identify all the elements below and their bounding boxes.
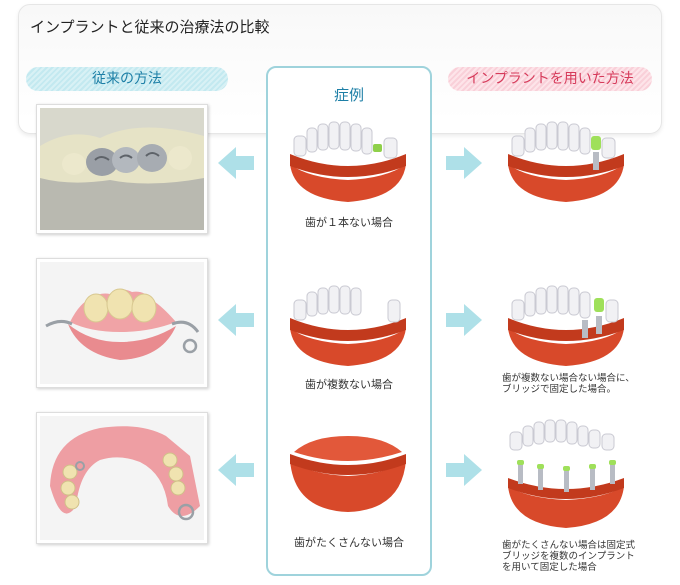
implant-desc-many-teeth: 歯がたくさんない場合は固定式 ブリッジを複数のインプラント を用いて固定した場合 xyxy=(502,540,635,573)
left-arrow-icon xyxy=(218,304,254,336)
case-label-one-tooth: 歯が１本ない場合 xyxy=(305,216,393,229)
cases-column-title: 症例 xyxy=(333,86,364,104)
partial-denture-photo xyxy=(36,258,208,388)
implant-supported-full-bridge-illustration xyxy=(508,419,624,528)
right-arrow-icon xyxy=(446,147,482,179)
implant-bridge-jaw-illustration xyxy=(508,285,624,366)
implant-desc-many-line-1: 歯がたくさんない場合は固定式 xyxy=(502,540,636,551)
implant-desc-multiple-teeth: 歯が複数ない場合ない場合に、 ブリッジで固定した場合。 xyxy=(502,373,635,395)
implant-method-header: インプラントを用いた方法 xyxy=(448,67,652,91)
single-implant-jaw-illustration xyxy=(508,121,624,202)
toothless-jaw-illustration xyxy=(290,436,406,512)
partial-denture-image xyxy=(40,262,204,384)
missing-one-tooth-jaw-illustration xyxy=(290,121,406,202)
case-label-multiple-teeth: 歯が複数ない場合 xyxy=(305,378,393,391)
left-arrow-icon xyxy=(218,454,254,486)
right-arrow-icon xyxy=(446,454,482,486)
implant-desc-multiple-line-2: ブリッジで固定した場合。 xyxy=(502,384,617,395)
left-arrow-icon xyxy=(218,147,254,179)
implant-desc-many-line-2: ブリッジを複数のインプラント xyxy=(502,551,635,562)
metal-crown-photo xyxy=(36,104,208,234)
conventional-method-header: 従来の方法 xyxy=(26,67,228,91)
case-label-many-teeth: 歯がたくさんない場合 xyxy=(294,536,404,549)
full-denture-photo xyxy=(36,412,208,544)
metal-crown-image xyxy=(40,108,204,230)
right-arrow-icon xyxy=(446,304,482,336)
full-denture-image xyxy=(40,416,204,540)
page-title: インプラントと従来の治療法の比較 xyxy=(30,18,270,36)
missing-multiple-teeth-jaw-illustration xyxy=(290,285,406,366)
implant-desc-multiple-line-1: 歯が複数ない場合ない場合に、 xyxy=(502,373,635,384)
implant-desc-many-line-3: を用いて固定した場合 xyxy=(502,562,597,573)
